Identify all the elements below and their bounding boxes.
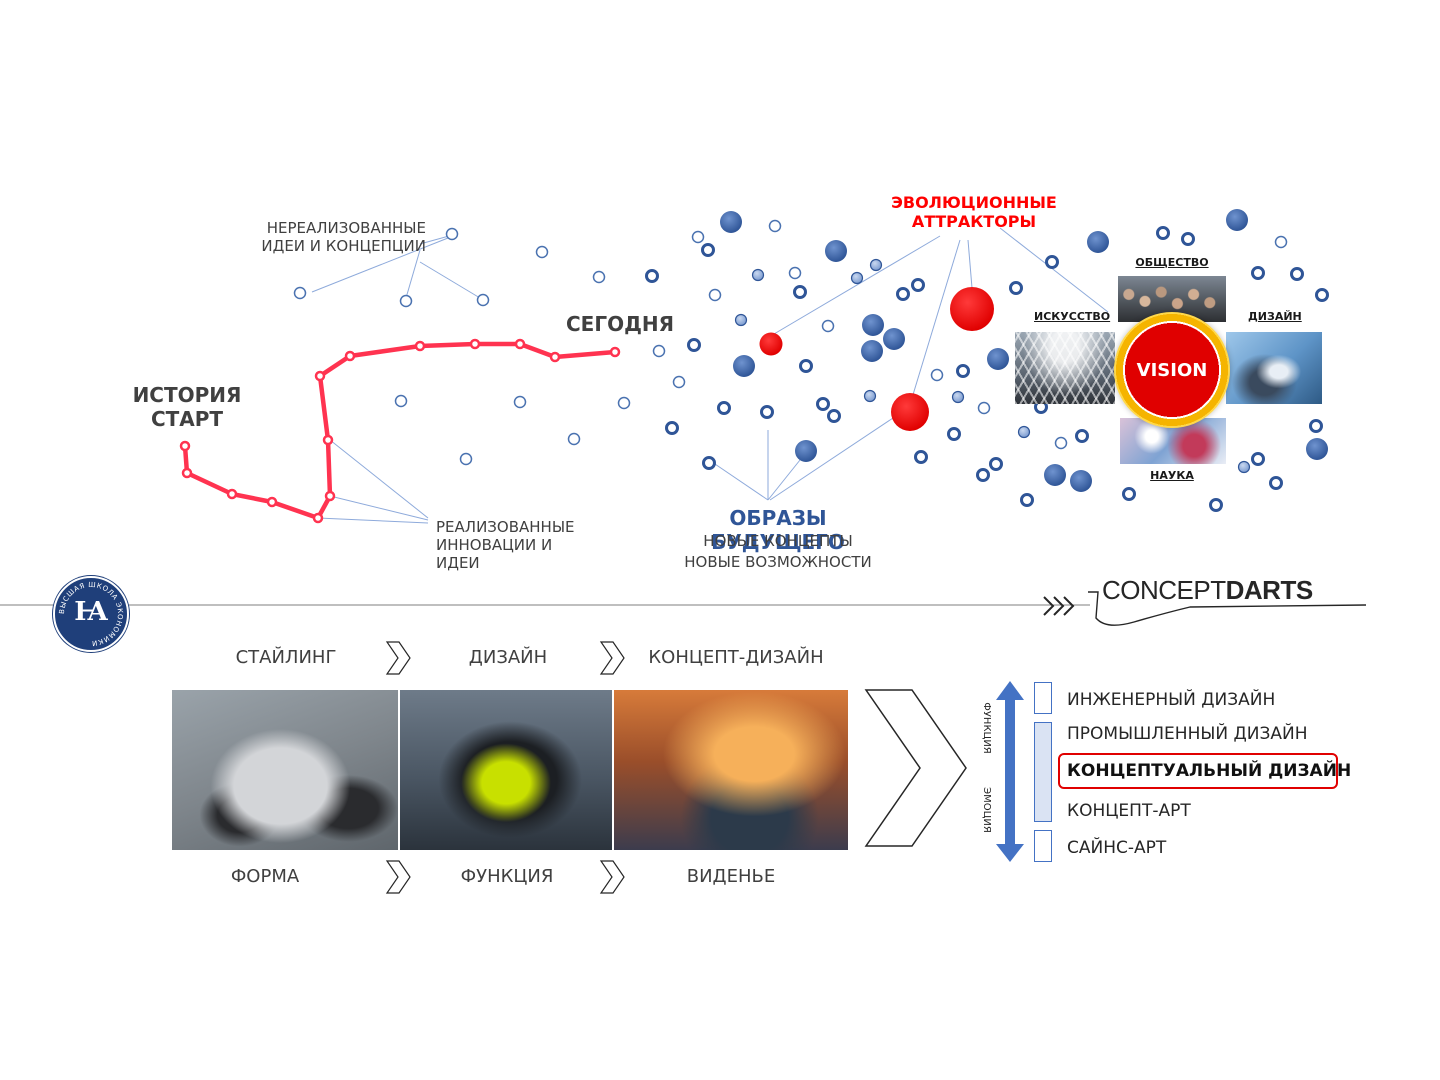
blue-dots <box>720 209 1328 492</box>
brand-logo: CONCEPTDARTS <box>1102 575 1313 606</box>
hse-logo: ВЫСШАЯ ШКОЛА ЭКОНОМИКИ Ꙗ <box>53 576 129 652</box>
engineering-box <box>1034 682 1052 714</box>
sci-art-box <box>1034 830 1052 862</box>
stage-function: ФУНКЦИЯ <box>460 866 554 887</box>
attractors-label: ЭВОЛЮЦИОННЫЕ АТТРАКТОРЫ <box>876 193 1072 231</box>
thin-circles <box>293 219 1288 466</box>
axis-function-label: ФУНКЦИЯ <box>981 702 992 754</box>
hse-logo-letter: Ꙗ <box>74 597 108 627</box>
design-label: ДИЗАЙН <box>1248 310 1302 323</box>
vision-car-image <box>614 690 848 850</box>
history-line-2: СТАРТ <box>150 407 224 431</box>
brand-bold: DARTS <box>1225 575 1314 605</box>
list-conceptual-design: КОНЦЕПТУАЛЬНЫЙ ДИЗАЙН <box>1067 761 1352 781</box>
stage-form: ФОРМА <box>230 866 300 887</box>
list-sci-art: САЙНС-АРТ <box>1067 838 1167 858</box>
triple-chevron-icon <box>1043 596 1075 616</box>
axis-emotion-label: ЭМОЦИЯ <box>981 787 992 833</box>
axis-arrow-icon <box>996 681 1024 862</box>
future-leaders <box>711 415 897 501</box>
big-chevron-icon <box>864 689 967 847</box>
vision-ring <box>1114 312 1230 428</box>
brand-swoosh <box>1088 591 1367 626</box>
realized-label: РЕАЛИЗОВАННЫЕ ИННОВАЦИИ И ИДЕИ <box>436 518 616 572</box>
society-label: ОБЩЕСТВО <box>1135 256 1209 269</box>
list-industrial-design: ПРОМЫШЛЕННЫЙ ДИЗАЙН <box>1067 724 1308 744</box>
light-dots <box>734 258 1251 474</box>
attractors-line-1: ЭВОЛЮЦИОННЫЕ <box>891 193 1057 212</box>
hse-logo-ring-text: ВЫСШАЯ ШКОЛА ЭКОНОМИКИ <box>58 581 124 647</box>
unrealized-line-1: НЕРЕАЛИЗОВАННЫЕ <box>266 219 426 237</box>
unrealized-label: НЕРЕАЛИЗОВАННЫЕ ИДЕИ И КОНЦЕПЦИИ <box>236 219 426 255</box>
highlight-box <box>1058 753 1338 789</box>
styling-car-image <box>172 690 398 850</box>
history-line-1: ИСТОРИЯ <box>132 383 242 407</box>
design-image <box>1226 332 1322 404</box>
new-concepts-label: НОВЫЕ КОНЦЕПТЫ <box>703 532 853 550</box>
stage-styling: СТАЙЛИНГ <box>235 647 337 668</box>
today-label: СЕГОДНЯ <box>566 312 675 336</box>
images-future-title: ОБРАЗЫ БУДУЩЕГО <box>711 506 845 554</box>
art-image <box>1015 332 1115 404</box>
stage-design: ДИЗАЙН <box>468 647 548 668</box>
realized-line-3: ИДЕИ <box>436 554 480 572</box>
list-engineering-design: ИНЖЕНЕРНЫЙ ДИЗАЙН <box>1067 690 1276 710</box>
new-possibilities-label: НОВЫЕ ВОЗМОЖНОСТИ <box>684 553 872 571</box>
attractor-leaders <box>773 227 1109 399</box>
brand-thin: CONCEPT <box>1102 575 1226 605</box>
vision-label: VISION <box>1136 360 1208 381</box>
list-concept-art: КОНЦЕПТ-АРТ <box>1067 801 1191 821</box>
unrealized-leaders <box>311 235 481 299</box>
attractor-dots <box>759 287 994 431</box>
stage-vision: ВИДЕНЬЕ <box>686 866 776 887</box>
unrealized-line-2: ИДЕИ И КОНЦЕПЦИИ <box>261 237 426 255</box>
attractors-line-2: АТТРАКТОРЫ <box>911 212 1037 232</box>
ring-circles <box>645 226 1329 512</box>
stage-concept-design: КОНЦЕПТ-ДИЗАЙН <box>648 647 824 668</box>
industrial-box <box>1034 722 1052 822</box>
history-label: ИСТОРИЯ СТАРТ <box>122 383 252 431</box>
realized-line-2: ИННОВАЦИИ И <box>436 536 553 554</box>
science-label: НАУКА <box>1150 469 1194 482</box>
realized-line-1: РЕАЛИЗОВАННЫЕ <box>436 518 575 536</box>
stage-chevrons <box>385 641 625 894</box>
design-car-image <box>400 690 612 850</box>
art-label: ИСКУССТВО <box>1034 310 1111 323</box>
history-path <box>179 338 621 524</box>
realized-leaders <box>317 439 429 524</box>
